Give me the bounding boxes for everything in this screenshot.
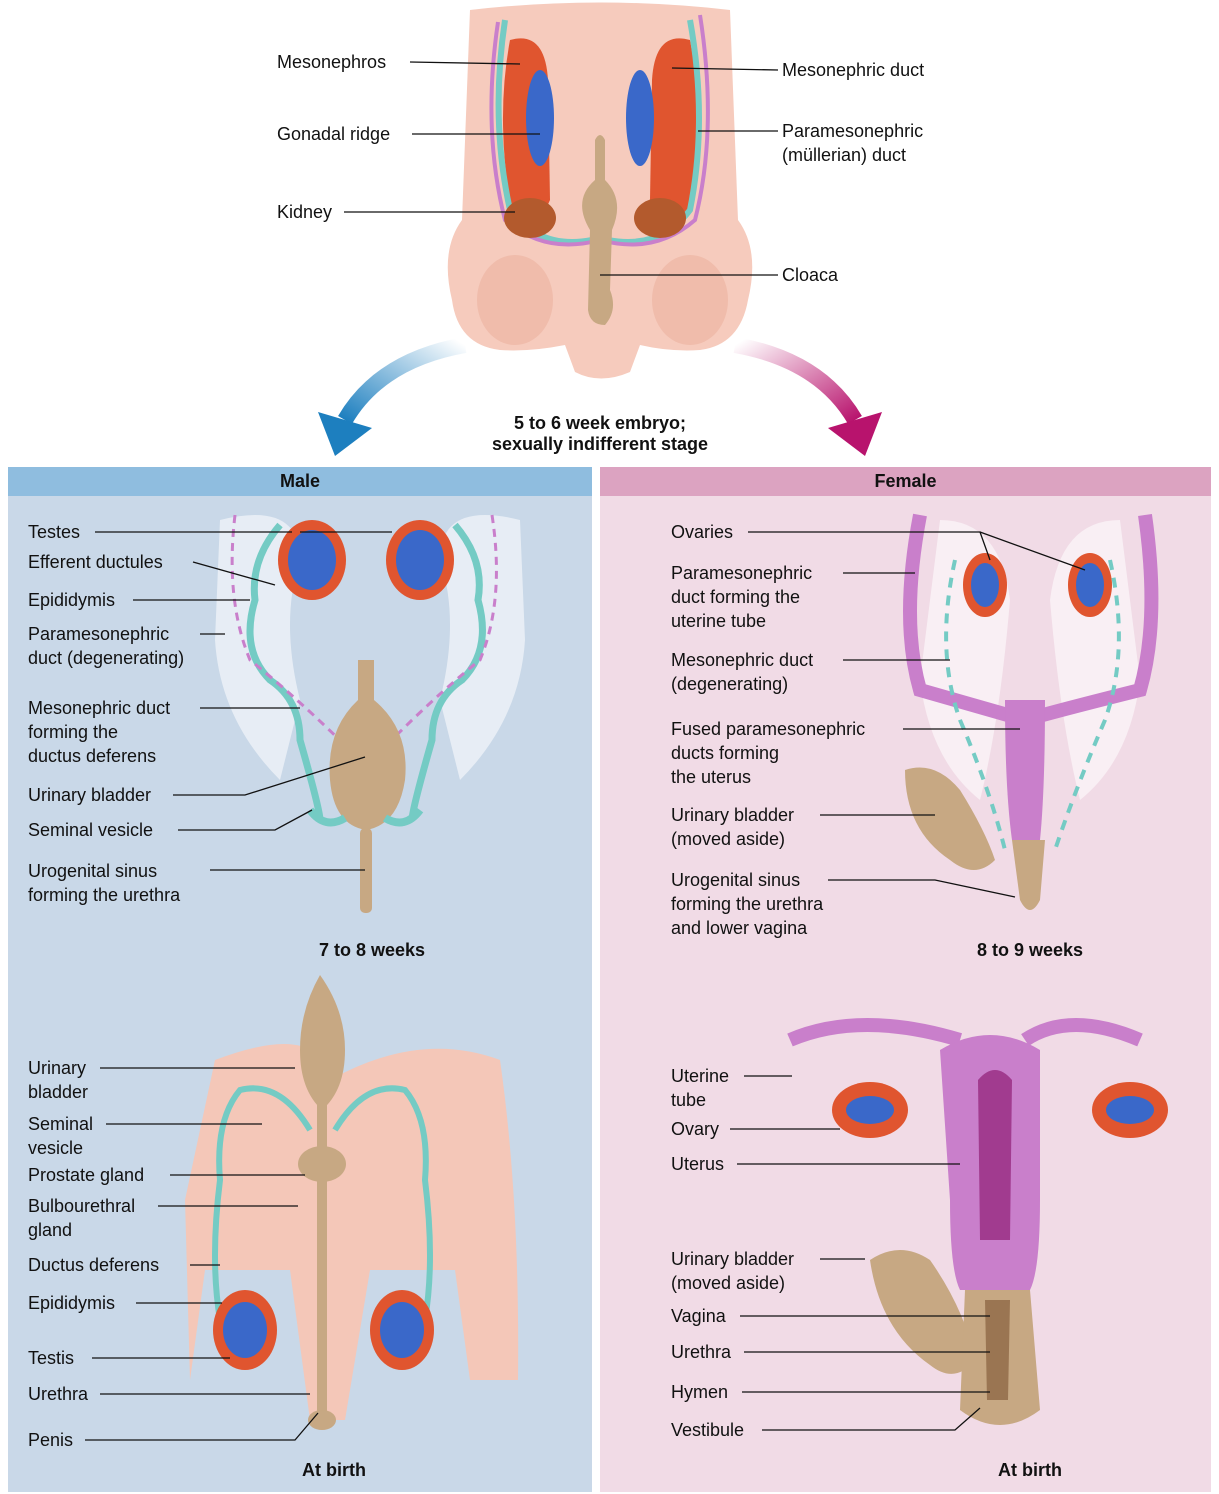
embryo-illustration [448, 3, 752, 379]
label-epididymis-birth: Epididymis [28, 1291, 115, 1315]
label-hymen: Hymen [671, 1380, 728, 1404]
label-cloaca: Cloaca [782, 263, 838, 287]
label-seminal-vesicle-early: Seminal vesicle [28, 818, 153, 842]
female-early-caption: 8 to 9 weeks [880, 940, 1180, 961]
label-bulbourethral-gland: Bulbourethral gland [28, 1194, 135, 1242]
label-ovaries: Ovaries [671, 520, 733, 544]
label-mesonephric-duct: Mesonephric duct [782, 58, 924, 82]
label-urethra-male: Urethra [28, 1382, 88, 1406]
label-penis: Penis [28, 1428, 73, 1452]
label-urogenital-sinus-male: Urogenital sinus forming the urethra [28, 859, 180, 907]
label-testes: Testes [28, 520, 80, 544]
male-birth-caption: At birth [184, 1460, 484, 1481]
label-mesonephric-degenerating: Mesonephric duct (degenerating) [671, 648, 813, 696]
label-epididymis-early: Epididymis [28, 588, 115, 612]
label-vestibule: Vestibule [671, 1418, 744, 1442]
embryo-caption: 5 to 6 week embryo; sexually indifferent… [440, 413, 760, 455]
label-ovary: Ovary [671, 1117, 719, 1141]
label-seminal-vesicle-birth: Seminal vesicle [28, 1112, 93, 1160]
label-uterus: Uterus [671, 1152, 724, 1176]
label-efferent-ductules: Efferent ductules [28, 550, 163, 574]
arrow-to-male [345, 345, 465, 420]
label-mesonephros: Mesonephros [277, 50, 386, 74]
female-header: Female [600, 467, 1211, 495]
male-header: Male [8, 467, 592, 495]
label-paramesonephric-uterine-tube: Paramesonephric duct forming the uterine… [671, 561, 812, 633]
label-urogenital-sinus-female: Urogenital sinus forming the urethra and… [671, 868, 823, 940]
label-vagina: Vagina [671, 1304, 726, 1328]
label-urinary-bladder-female-early: Urinary bladder (moved aside) [671, 803, 794, 851]
label-uterine-tube: Uterine tube [671, 1064, 729, 1112]
label-prostate-gland: Prostate gland [28, 1163, 144, 1187]
female-birth-caption: At birth [880, 1460, 1180, 1481]
label-ductus-deferens: Ductus deferens [28, 1253, 159, 1277]
label-urethra-female: Urethra [671, 1340, 731, 1364]
label-gonadal-ridge: Gonadal ridge [277, 122, 390, 146]
arrow-to-female [735, 345, 855, 420]
label-paramesonephric-duct: Paramesonephric (müllerian) duct [782, 119, 923, 167]
male-early-caption: 7 to 8 weeks [222, 940, 522, 961]
label-kidney: Kidney [277, 200, 332, 224]
label-urinary-bladder-male-early: Urinary bladder [28, 783, 151, 807]
label-urinary-bladder-female-birth: Urinary bladder (moved aside) [671, 1247, 794, 1295]
label-urinary-bladder-male-birth: Urinary bladder [28, 1056, 88, 1104]
label-testis: Testis [28, 1346, 74, 1370]
label-paramesonephric-degenerating: Paramesonephric duct (degenerating) [28, 622, 184, 670]
label-fused-paramesonephric: Fused paramesonephric ducts forming the … [671, 717, 865, 789]
label-mesonephric-ductus-deferens: Mesonephric duct forming the ductus defe… [28, 696, 170, 768]
